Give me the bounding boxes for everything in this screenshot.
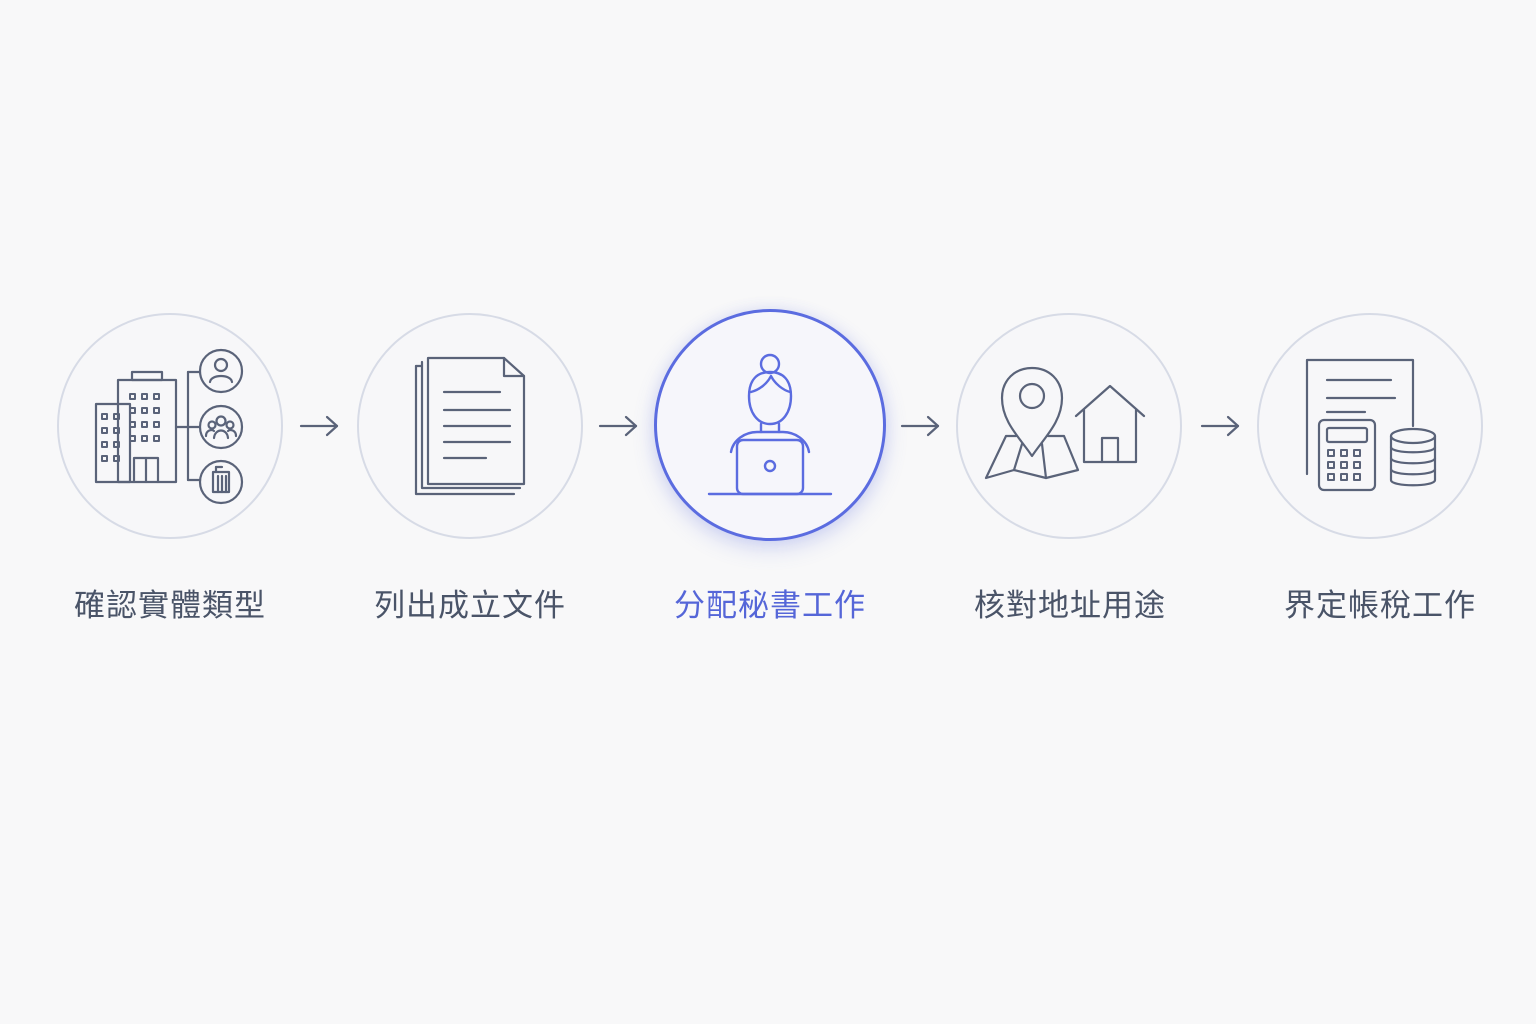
documents-icon bbox=[414, 356, 526, 496]
step-4-circle[interactable] bbox=[956, 313, 1182, 539]
step-2-circle[interactable] bbox=[357, 313, 583, 539]
step-1-label: 確認實體類型 bbox=[74, 588, 266, 624]
step-3-label: 分配秘書工作 bbox=[674, 588, 866, 624]
arrow-right-icon bbox=[900, 415, 940, 437]
step-5-circle[interactable] bbox=[1257, 313, 1483, 539]
entity-type-icon bbox=[94, 348, 244, 505]
arrow-right-icon bbox=[598, 415, 638, 437]
accounting-tax-icon bbox=[1305, 358, 1437, 492]
arrow-right-icon bbox=[299, 415, 339, 437]
secretary-laptop-icon bbox=[707, 353, 833, 496]
step-5-label: 界定帳稅工作 bbox=[1284, 588, 1476, 624]
step-3-circle[interactable] bbox=[654, 309, 886, 541]
arrow-right-icon bbox=[1200, 415, 1240, 437]
step-1-circle[interactable] bbox=[57, 313, 283, 539]
step-4-label: 核對地址用途 bbox=[974, 588, 1166, 624]
step-2-label: 列出成立文件 bbox=[374, 588, 566, 624]
location-house-icon bbox=[984, 366, 1146, 480]
